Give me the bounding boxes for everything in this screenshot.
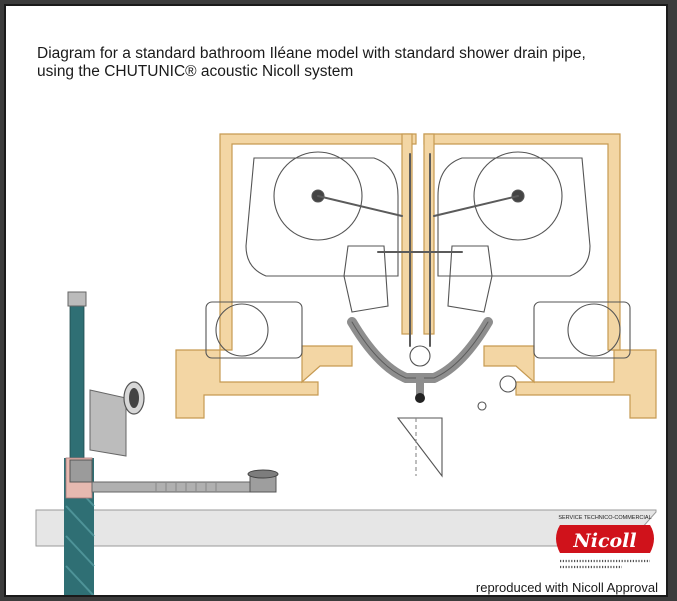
logo-brand-text: Nicoll [572, 530, 636, 552]
wall-upper-left [219, 133, 417, 351]
diagram-panel: Diagram for a standard bathroom Iléane m… [4, 4, 668, 597]
fixture-left-basin [215, 303, 269, 357]
fixture-left-tub [245, 157, 399, 277]
floor-plan-walls [175, 133, 657, 419]
central-shaft [409, 345, 431, 367]
fixture-left-toilet [343, 245, 389, 313]
door-swing [396, 417, 443, 478]
drain-outlet-icon [415, 393, 425, 403]
vent-cap [67, 291, 87, 307]
logo-badge [556, 525, 654, 553]
fixture-right-vanity [533, 301, 631, 359]
fixture-left-vanity [205, 301, 303, 359]
nicoll-logo: SERVICE TECHNICO-COMMERCIAL Nicoll [556, 515, 654, 569]
fixture-right-basin [567, 303, 621, 357]
elbow-fitting-opening [129, 388, 139, 408]
diagram-caption: Diagram for a standard bathroom Iléane m… [37, 45, 666, 81]
shower-drain-pipe [91, 481, 253, 493]
fixtures [205, 151, 631, 478]
logo-top-text: SERVICE TECHNICO-COMMERCIAL [558, 515, 651, 521]
shower-drain-pipe-ribbing [155, 482, 217, 492]
floor-drain-right [499, 375, 517, 393]
branch-right-shower [433, 195, 519, 217]
plumbing-diagram [35, 133, 657, 595]
drain-pipe-main [347, 317, 493, 383]
wall-lower-left [175, 349, 319, 419]
fixture-right-tub [437, 157, 591, 277]
floor-valve-right [477, 401, 487, 411]
wall-lower-mid-left [301, 345, 353, 384]
fixture-right-shower-tray [473, 151, 563, 241]
branch-left-shower [317, 195, 403, 217]
caption-line-2: using the CHUTUNIC® acoustic Nicoll syst… [37, 63, 354, 80]
fixture-right-toilet [447, 245, 493, 313]
wall-lower-right [515, 349, 657, 419]
shower-trap-grate [247, 469, 279, 479]
wall-lower-mid-right [483, 345, 535, 384]
caption-line-1: Diagram for a standard bathroom Iléane m… [37, 45, 586, 62]
approval-note: reproduced with Nicoll Approval [475, 580, 658, 595]
elbow-fitting-body [89, 389, 127, 457]
fixture-left-shower-tray [273, 151, 363, 241]
wall-center-left [401, 133, 413, 335]
wall-upper-right [423, 133, 621, 351]
vent-pipe-teal [69, 305, 85, 467]
riser-junction [69, 459, 93, 483]
